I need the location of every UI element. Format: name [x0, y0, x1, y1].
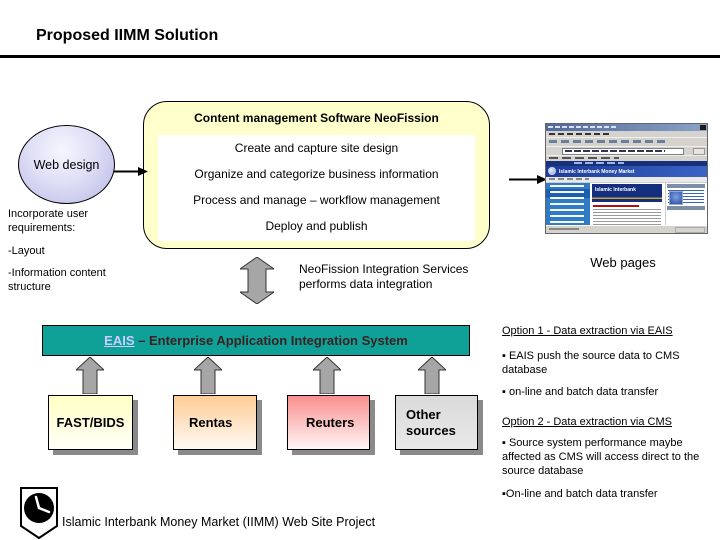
- links-placeholder: [549, 157, 619, 159]
- breadcrumb-placeholder: [549, 178, 589, 180]
- close-icon: [700, 125, 706, 130]
- project-footer-label: Islamic Interbank Money Market (IIMM) We…: [62, 515, 376, 529]
- page-title: Proposed IIMM Solution: [36, 27, 219, 44]
- cms-box: Content management Software NeoFission C…: [143, 101, 490, 249]
- browser-linksbar: [546, 155, 707, 161]
- source-label: Other sources: [406, 406, 456, 438]
- browser-menubar: [546, 131, 707, 137]
- clock-shield-logo-icon: [20, 487, 58, 540]
- option2-bullet-1: ▪ Source system performance maybe affect…: [502, 437, 700, 477]
- option2-title: Option 2 - Data extraction via CMS: [502, 416, 672, 428]
- url-text-placeholder: [565, 150, 665, 152]
- sidebar-links-placeholder: [550, 185, 584, 224]
- browser-titlebar: [546, 124, 707, 131]
- title-divider: [0, 55, 720, 58]
- option2-bullet-2: ▪On-line and batch data transfer: [502, 488, 658, 500]
- go-button: [693, 148, 705, 155]
- rates-panel-header: [667, 184, 705, 188]
- rates-figure: [669, 191, 683, 205]
- toolbar-buttons-placeholder: [549, 140, 669, 143]
- up-arrow-rentas-icon: [194, 357, 222, 394]
- status-zone-placeholder: [675, 227, 705, 233]
- source-box-rentas: Rentas: [173, 395, 257, 450]
- source-box-reuters: Reuters: [287, 395, 370, 450]
- globe-logo-icon: [548, 167, 556, 175]
- eais-link[interactable]: EAIS: [104, 333, 135, 348]
- site-banner-image: Islamic Interbank: [592, 184, 662, 202]
- requirement-layout: -Layout: [8, 245, 45, 257]
- status-text-placeholder: [549, 228, 579, 230]
- site-top-nav: [546, 161, 707, 166]
- webpage-body: Islamic Interbank Money Market Islamic I…: [546, 161, 707, 225]
- top-nav-links-placeholder: [574, 162, 624, 164]
- source-label: FAST/BIDS: [56, 415, 125, 430]
- web-pages-caption: Web pages: [590, 255, 656, 270]
- option1-bullet-1: ▪ EAIS push the source data to CMS datab…: [502, 350, 680, 376]
- content-heading-placeholder: [593, 205, 639, 207]
- browser-addressbar: [546, 146, 707, 155]
- site-rates-panel: [665, 183, 707, 225]
- requirements-intro: Incorporate user requirements:: [8, 208, 89, 234]
- source-box-fastbids: FAST/BIDS: [48, 395, 133, 450]
- arrow-ellipse-to-cms-icon: [114, 167, 148, 176]
- cms-step-2: Organize and categorize business informa…: [194, 167, 439, 181]
- integration-line-2: performs data integration: [299, 277, 433, 291]
- cms-step-1: Create and capture site design: [234, 141, 399, 155]
- web-design-ellipse: Web design: [18, 125, 115, 204]
- site-breadcrumb: [546, 177, 707, 183]
- integration-services-note: NeoFission Integration Services performs…: [299, 262, 468, 292]
- browser-toolbar: [546, 137, 707, 146]
- content-text-placeholder: [593, 209, 661, 225]
- site-content: Islamic Interbank: [590, 183, 665, 225]
- arrow-cms-to-webpages-icon: [509, 175, 547, 184]
- cms-step-4: Deploy and publish: [265, 219, 368, 233]
- requirement-structure: -Information content structure: [8, 267, 106, 293]
- cms-steps-panel: Create and capture site design Organize …: [158, 135, 475, 241]
- source-label: Reuters: [306, 415, 355, 430]
- up-arrow-other-icon: [418, 357, 446, 394]
- site-title: Islamic Interbank Money Market: [559, 169, 635, 175]
- eais-banner: EAIS – Enterprise Application Integratio…: [42, 325, 470, 356]
- source-label: Rentas: [189, 415, 233, 430]
- double-arrow-cms-eais-icon: [240, 257, 274, 304]
- banner-title: Islamic Interbank: [595, 187, 636, 193]
- source-box-other-sources: Other sources: [395, 395, 478, 450]
- site-sidebar: [546, 183, 590, 225]
- option1-bullet-2: ▪ on-line and batch data transfer: [502, 386, 659, 398]
- cms-step-3: Process and manage – workflow management: [193, 193, 440, 207]
- rates-panel-header-2: [667, 206, 705, 210]
- up-arrow-fastbids-icon: [76, 357, 104, 394]
- integration-line-1: NeoFission Integration Services: [299, 262, 469, 276]
- menu-items-placeholder: [549, 133, 611, 135]
- webpage-screenshot: Islamic Interbank Money Market Islamic I…: [545, 123, 708, 234]
- site-header: Islamic Interbank Money Market: [546, 166, 707, 177]
- address-input: [562, 148, 684, 155]
- cms-box-header: Content management Software NeoFission: [194, 111, 439, 125]
- browser-title-text-placeholder: [548, 126, 618, 128]
- eais-banner-text: – Enterprise Application Integration Sys…: [134, 333, 408, 348]
- up-arrow-reuters-icon: [313, 357, 341, 394]
- browser-statusbar: [546, 225, 707, 233]
- option1-title: Option 1 - Data extraction via EAIS: [502, 325, 673, 337]
- web-design-label: Web design: [33, 157, 100, 172]
